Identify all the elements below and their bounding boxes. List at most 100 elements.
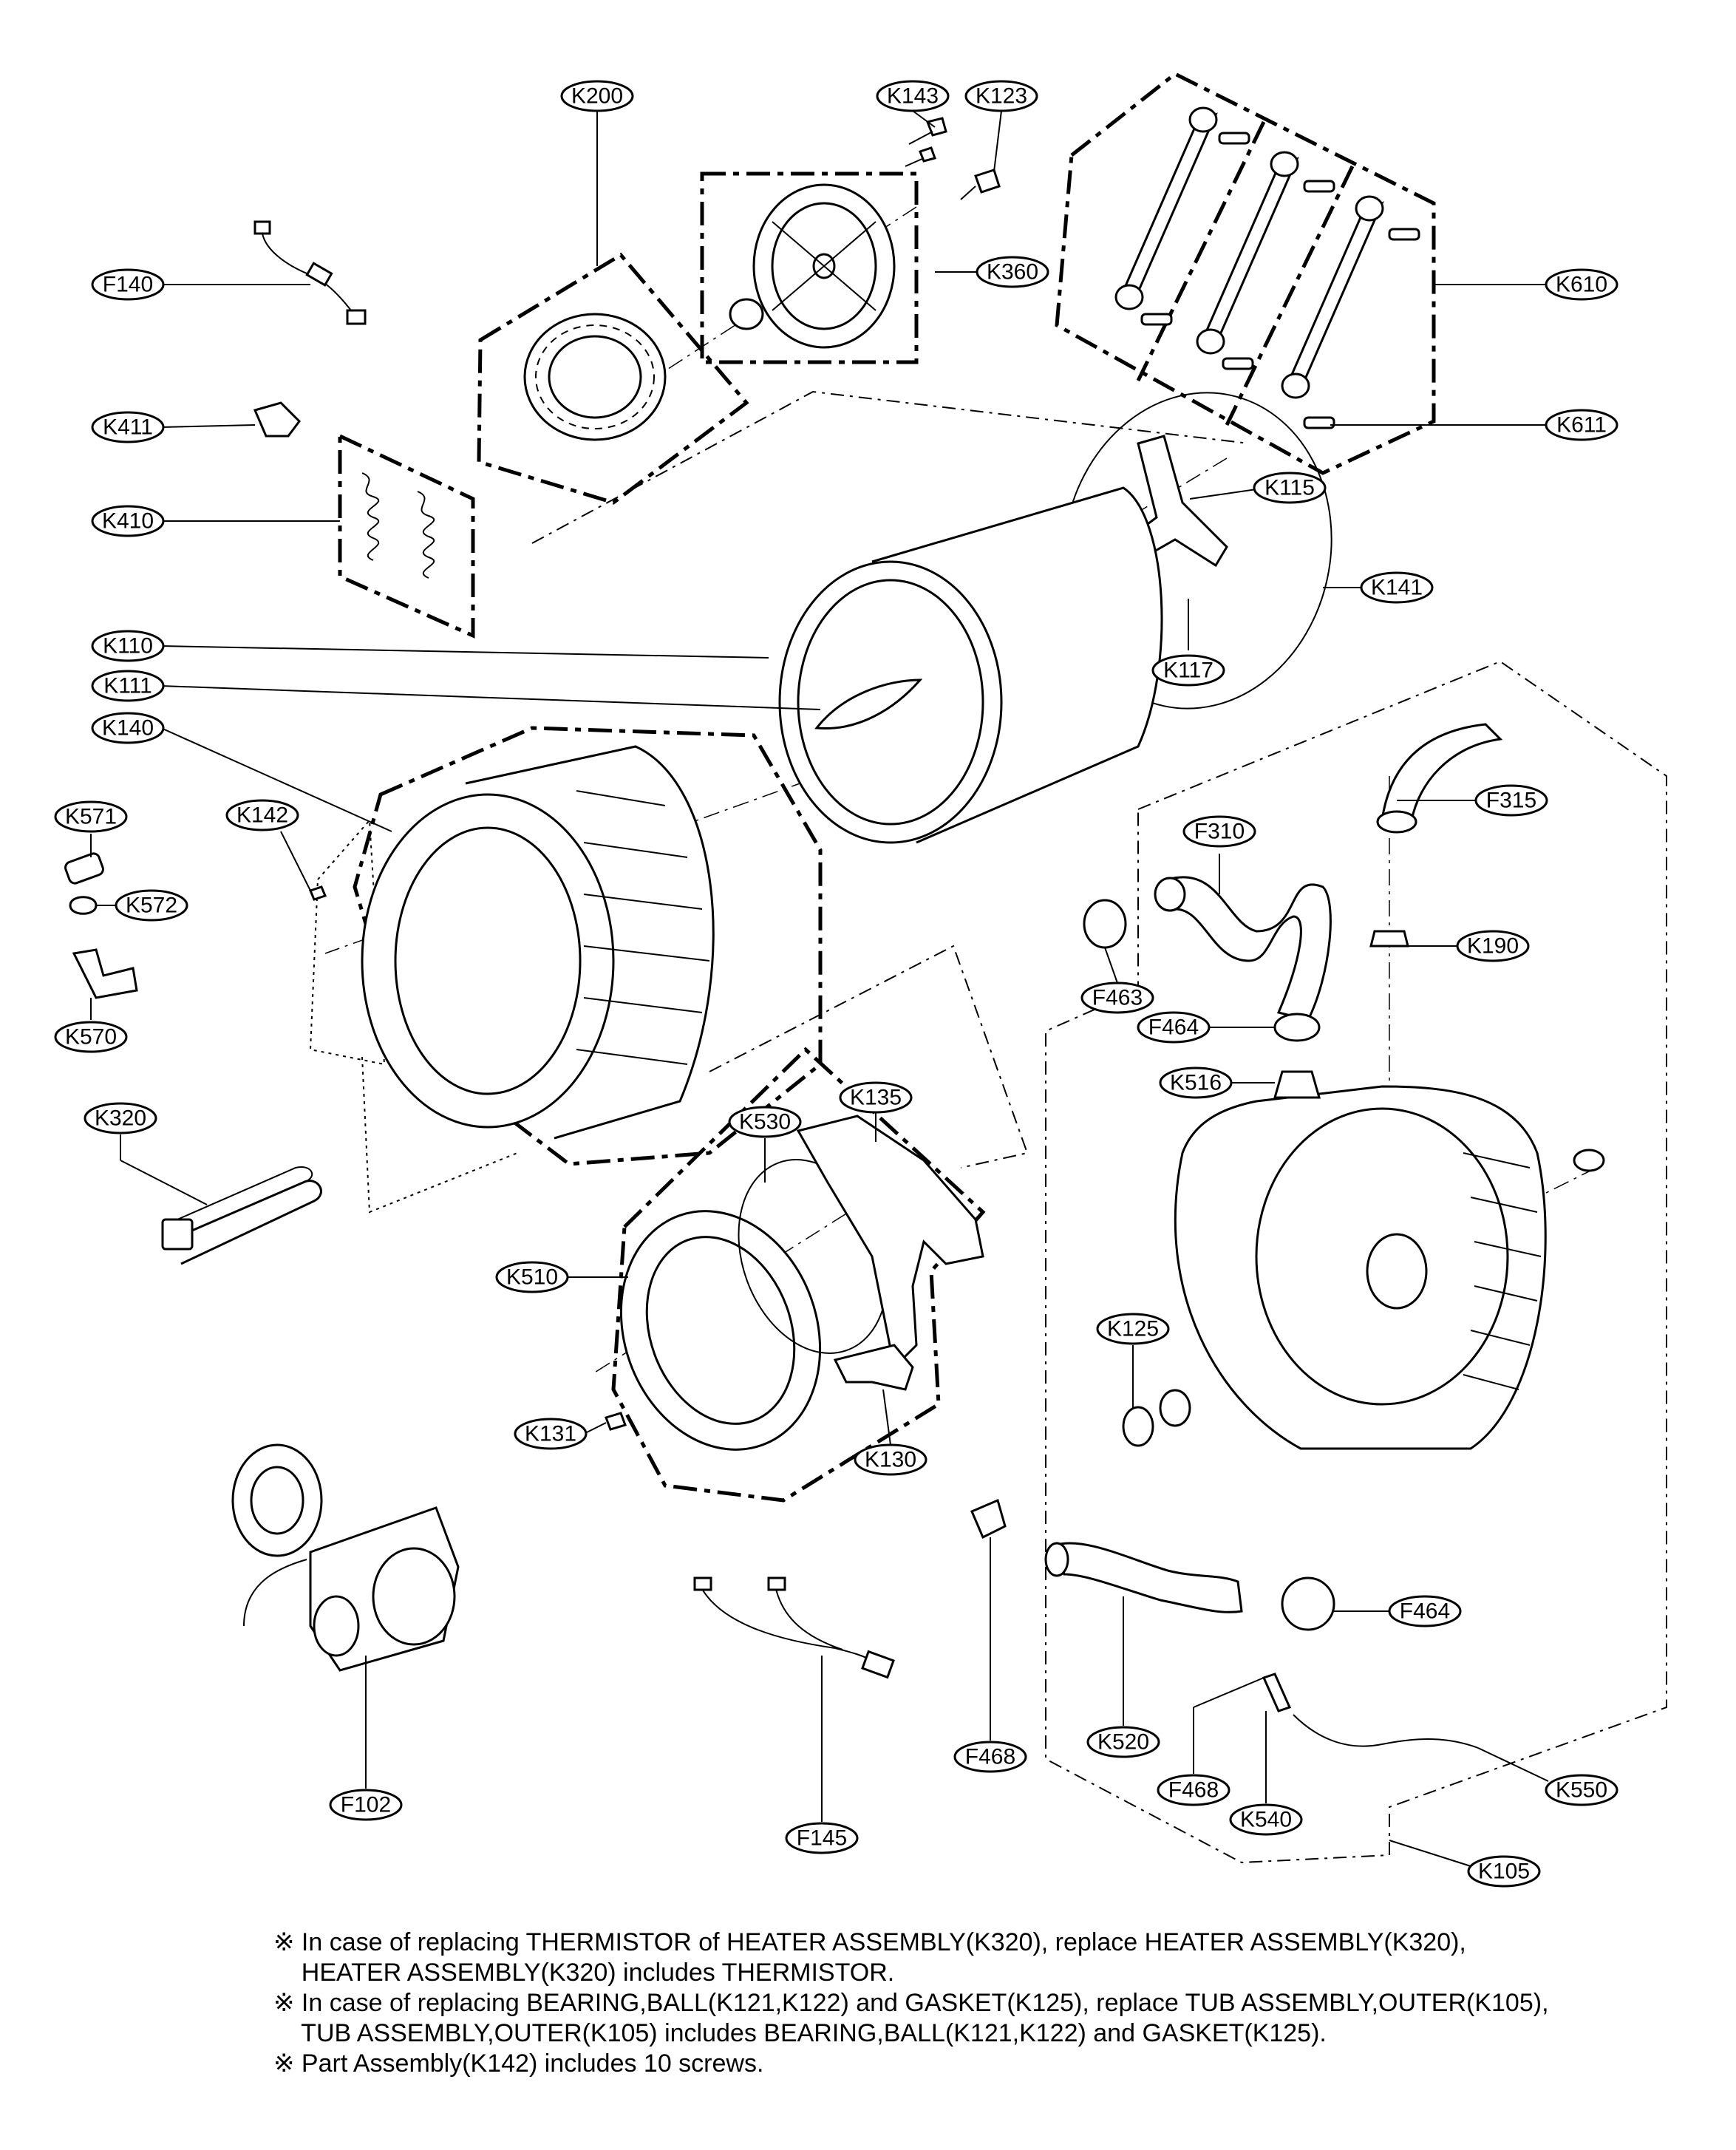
note-line-5: ※ Part Assembly(K142) includes 10 screws… (273, 2049, 764, 2078)
hose-f310-drawing (1166, 876, 1332, 1021)
label-K111: K111 (91, 670, 165, 702)
label-F463: F463 (1080, 982, 1154, 1014)
label-text-K320: K320 (95, 1106, 146, 1131)
screw-k131-drawing (605, 1412, 627, 1431)
tub-front-k140-drawing (361, 745, 715, 1140)
label-K131: K131 (514, 1418, 588, 1450)
label-text-F463: F463 (1092, 986, 1143, 1010)
clamp-k130-drawing (833, 1344, 914, 1391)
label-text-F464: F464 (1148, 1016, 1199, 1040)
outer-tub-k105-drawing (1174, 1085, 1605, 1450)
label-K123: K123 (964, 80, 1038, 112)
replacement-notes: ※ In case of replacing THERMISTOR of HEA… (273, 1928, 1678, 2079)
label-K550: K550 (1545, 1774, 1618, 1806)
label-text-K510: K510 (506, 1265, 558, 1290)
label-text-K410: K410 (102, 509, 154, 534)
label-text-K572: K572 (126, 894, 177, 918)
label-text-K550: K550 (1556, 1778, 1607, 1803)
door-gasket-k510-drawing (619, 1210, 822, 1451)
label-text-F468: F468 (965, 1745, 1015, 1769)
drain-hose-k520-drawing (1055, 1542, 1243, 1613)
damper-group-outline (1055, 72, 1436, 475)
label-K320: K320 (84, 1102, 157, 1134)
label-text-K520: K520 (1097, 1730, 1149, 1755)
label-K110: K110 (91, 630, 165, 662)
pump-f102-drawing (231, 1443, 460, 1672)
label-K520: K520 (1086, 1726, 1160, 1758)
rotor-k360-drawing (729, 183, 896, 349)
label-F102: F102 (329, 1789, 403, 1821)
clamp-f464-drawing (1273, 1013, 1321, 1042)
clip-f468-drawing (970, 1498, 1007, 1540)
label-text-F315: F315 (1486, 789, 1536, 813)
drum-k110-drawing (778, 486, 1163, 844)
clamp-f464b-drawing (1281, 1576, 1335, 1631)
parts (64, 106, 1605, 1749)
cable-k550-drawing (1293, 1714, 1479, 1749)
label-text-K131: K131 (525, 1422, 576, 1446)
label-K135: K135 (839, 1081, 913, 1114)
label-text-F464b: F464 (1400, 1599, 1450, 1624)
harness-f145-drawing (693, 1576, 895, 1679)
lifter-k111-drawing (814, 678, 923, 730)
label-text-K570: K570 (65, 1025, 117, 1050)
label-text-F140: F140 (103, 273, 153, 297)
spring-group-outline (338, 433, 475, 639)
nozzle-k516-drawing (1273, 1070, 1321, 1099)
label-F140: F140 (91, 268, 165, 301)
label-text-K200: K200 (571, 84, 623, 109)
label-text-K105: K105 (1478, 1860, 1530, 1884)
label-F310: F310 (1182, 815, 1256, 848)
label-K410: K410 (91, 505, 165, 537)
label-text-F102: F102 (341, 1793, 391, 1817)
leader-lines (90, 110, 1549, 1867)
label-text-K141: K141 (1371, 576, 1423, 600)
label-F464b: F464 (1388, 1595, 1462, 1627)
label-text-K540: K540 (1240, 1808, 1292, 1832)
label-K570: K570 (54, 1021, 128, 1053)
label-text-K360: K360 (987, 260, 1038, 285)
label-K115: K115 (1253, 472, 1327, 504)
dampers-k610-drawing (1114, 106, 1420, 429)
label-F468: F468 (953, 1741, 1027, 1773)
label-K411: K411 (91, 411, 165, 443)
label-K190: K190 (1456, 930, 1530, 962)
clamp-f463-drawing (1083, 899, 1127, 949)
label-text-K530: K530 (739, 1110, 791, 1134)
stator-k200-drawing (523, 313, 667, 441)
label-text-K571: K571 (65, 805, 117, 829)
stator-group-outline (477, 252, 749, 505)
label-F464: F464 (1137, 1011, 1211, 1044)
label-text-K411: K411 (103, 415, 153, 440)
bolts-drawing (905, 117, 1001, 200)
label-text-F468b: F468 (1168, 1778, 1219, 1803)
label-K571: K571 (54, 800, 128, 833)
label-K140: K140 (91, 712, 165, 744)
label-K360: K360 (976, 256, 1049, 288)
exploded-parts-diagram: K200 K143 K123 K360 K610 K611 F140 K411 … (54, 72, 1667, 1888)
harness-f140-drawing (253, 220, 367, 325)
tub-outer-group-outline (1045, 660, 1667, 1864)
connector-k571-drawing (64, 852, 104, 885)
label-text-K516: K516 (1170, 1071, 1222, 1095)
label-text-K142: K142 (236, 803, 288, 828)
label-text-K125: K125 (1107, 1317, 1159, 1341)
label-text-K610: K610 (1556, 273, 1607, 297)
label-text-K190: K190 (1467, 934, 1519, 959)
elbow-k570-drawing (72, 948, 138, 999)
label-text-K130: K130 (865, 1448, 916, 1472)
label-K105: K105 (1467, 1855, 1541, 1888)
label-text-K143: K143 (887, 84, 939, 109)
note-line-1: ※ In case of replacing THERMISTOR of HEA… (273, 1928, 1466, 1956)
label-K510: K510 (495, 1261, 569, 1293)
label-K200: K200 (560, 80, 634, 112)
sensor-k540-drawing (1262, 1673, 1292, 1712)
label-K141: K141 (1360, 571, 1434, 604)
label-text-K111: K111 (103, 674, 152, 698)
label-K125: K125 (1096, 1313, 1170, 1345)
label-F145: F145 (785, 1822, 859, 1854)
gasket-k125-drawing (1122, 1389, 1191, 1447)
label-K143: K143 (876, 80, 950, 112)
clip-k411-drawing (253, 401, 301, 438)
note-line-3: ※ In case of replacing BEARING,BALL(K121… (273, 1989, 1549, 2017)
